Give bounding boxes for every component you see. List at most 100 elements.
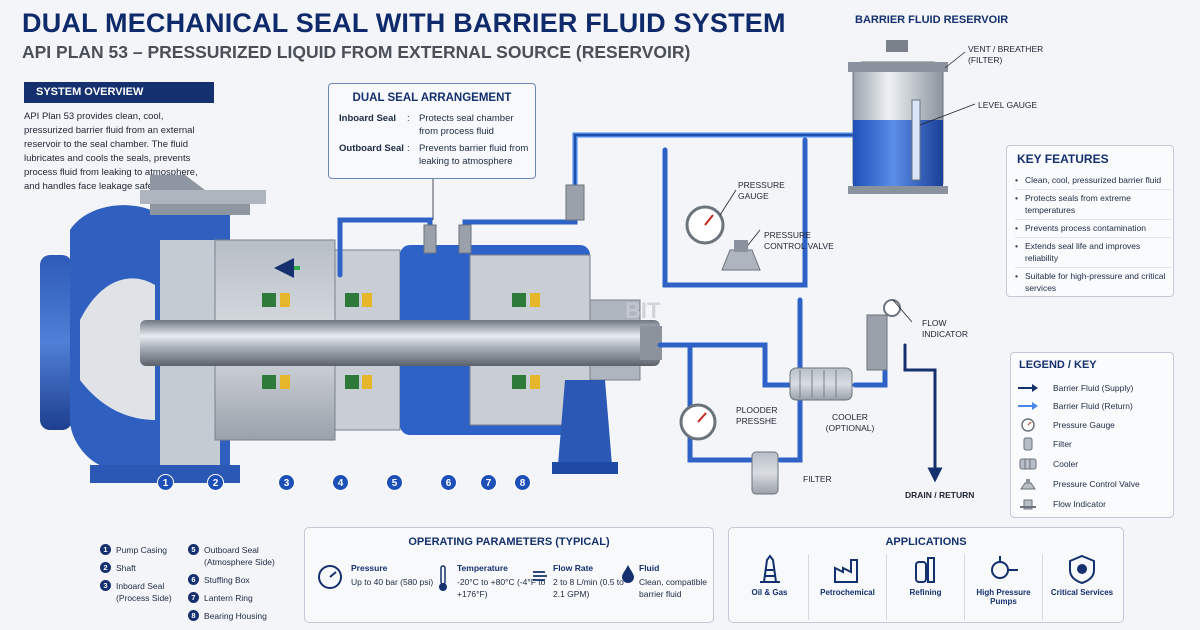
param-value: 2 to 8 L/min (0.5 to 2.1 GPM)	[553, 577, 624, 599]
ploder-label: PLOODER PRESSHE	[736, 405, 778, 426]
filter-icon	[1017, 437, 1039, 451]
overview-text: API Plan 53 provides clean, cool, pressu…	[24, 111, 198, 192]
pressure-gauge-label: PRESSURE GAUGE	[738, 180, 785, 201]
legend-label: Pressure Control Valve	[1053, 479, 1140, 489]
oil-rig-icon	[759, 554, 780, 583]
key-features-list: Clean, cool, pressurized barrier fluid P…	[1015, 172, 1171, 297]
cooler-label: COOLER (OPTIONAL)	[825, 412, 875, 433]
watermark: BIT	[625, 298, 661, 323]
param-name: Flow Rate	[553, 563, 594, 573]
param-value: -20°C to +80°C (-4°F to +176°F)	[457, 577, 546, 599]
legend-label: Flow Indicator	[1053, 499, 1106, 509]
inboard-seal-name: Inboard Seal	[339, 113, 397, 124]
param-name: Pressure	[351, 563, 388, 573]
part-label: Inboard Seal (Process Side)	[116, 581, 172, 603]
applications-panel: APPLICATIONS Oil & Gas Petrochemical Ref…	[728, 527, 1124, 623]
arrow-return-icon	[1017, 399, 1039, 413]
legend-panel: LEGEND / KEY Barrier Fluid (Supply) Barr…	[1010, 352, 1174, 518]
pump-icon	[990, 556, 1018, 579]
vent-label: VENT / BREATHER (FILTER)	[968, 44, 1044, 65]
inboard-seal-row: Inboard Seal:Protects seal chamber from …	[339, 112, 531, 138]
page-title: DUAL MECHANICAL SEAL WITH BARRIER FLUID …	[22, 8, 786, 38]
part-label: Pump Casing	[116, 545, 168, 555]
param-name: Temperature	[457, 563, 508, 573]
application-item: Petrochemical	[809, 554, 887, 620]
legend-item: Flow Indicator	[1017, 497, 1106, 511]
param-value: Up to 40 bar (580 psi)	[351, 577, 434, 587]
key-features-heading: KEY FEATURES	[1017, 152, 1109, 166]
flow-indicator-icon	[1017, 497, 1039, 511]
filter-unit	[751, 451, 779, 495]
application-item: Refining	[887, 554, 965, 620]
reservoir-heading: BARRIER FLUID RESERVOIR	[855, 14, 1009, 26]
param-temperature: Temperature -20°C to +80°C (-4°F to +176°…	[457, 562, 549, 600]
outboard-seal-row: Outboard Seal:Prevents barrier fluid fro…	[339, 142, 531, 168]
part-number: 5	[188, 544, 199, 555]
legend-heading: LEGEND / KEY	[1019, 359, 1097, 371]
filter-label: FILTER	[803, 474, 832, 484]
valve-icon	[1017, 477, 1039, 491]
key-feature-item: Clean, cool, pressurized barrier fluid	[1015, 172, 1171, 190]
reservoir-tank	[848, 40, 948, 194]
flow-indicator	[866, 314, 888, 371]
key-feature-item: Prevents process contamination	[1015, 220, 1171, 238]
outboard-seal-name: Outboard Seal	[339, 143, 404, 154]
shield-icon	[1069, 554, 1095, 584]
legend-item: Pressure Gauge	[1017, 418, 1115, 432]
shaft	[140, 320, 660, 366]
legend-item: Pressure Control Valve	[1017, 477, 1140, 491]
callout-5: 5	[386, 474, 403, 491]
application-label: Oil & Gas	[751, 588, 788, 597]
inboard-seal-desc: Protects seal chamber from process fluid	[419, 113, 514, 137]
key-features-panel: KEY FEATURES Clean, cool, pressurized ba…	[1006, 145, 1174, 297]
part-item: 3 Inboard Seal (Process Side)	[100, 580, 180, 604]
pressure-gauge-bottom	[679, 403, 717, 441]
application-label: Petrochemical	[820, 588, 875, 597]
callout-8: 8	[514, 474, 531, 491]
drain-label: DRAIN / RETURN	[905, 490, 975, 500]
param-flow: Flow Rate 2 to 8 L/min (0.5 to 2.1 GPM)	[553, 562, 625, 600]
callout-1: 1	[157, 474, 174, 491]
param-value: Clean, compatible barrier fluid	[639, 577, 708, 599]
callout-4: 4	[332, 474, 349, 491]
key-feature-item: Protects seals from extreme temperatures	[1015, 190, 1171, 220]
callout-2: 2	[207, 474, 224, 491]
callout-6: 6	[440, 474, 457, 491]
key-feature-item: Suitable for high-pressure and critical …	[1015, 268, 1171, 297]
factory-icon	[833, 559, 858, 583]
gauge-icon	[1017, 418, 1039, 432]
part-item: 5 Outboard Seal (Atmosphere Side)	[188, 544, 288, 568]
dual-seal-box: DUAL SEAL ARRANGEMENT Inboard Seal:Prote…	[328, 83, 536, 179]
legend-item: Barrier Fluid (Supply)	[1017, 381, 1133, 395]
application-item: Critical Services	[1043, 554, 1121, 620]
refinery-icon	[914, 557, 935, 583]
legend-label: Pressure Gauge	[1053, 420, 1115, 430]
key-feature-item: Extends seal life and improves reliabili…	[1015, 238, 1171, 268]
cooler-icon	[1017, 457, 1039, 471]
part-label: Stuffing Box	[204, 575, 250, 585]
arrow-supply-icon	[1017, 381, 1039, 395]
legend-label: Cooler	[1053, 459, 1079, 469]
legend-label: Barrier Fluid (Supply)	[1053, 383, 1134, 393]
pressure-control-valve	[721, 240, 761, 271]
application-item: Oil & Gas	[731, 554, 809, 620]
legend-label: Barrier Fluid (Return)	[1053, 401, 1133, 411]
part-number: 6	[188, 574, 199, 585]
part-number: 2	[100, 562, 111, 573]
param-pressure: Pressure Up to 40 bar (580 psi)	[351, 562, 437, 588]
droplet-icon	[621, 564, 635, 589]
legend-item: Barrier Fluid (Return)	[1017, 399, 1133, 413]
part-item: 6 Stuffing Box	[188, 574, 250, 586]
part-number: 3	[100, 580, 111, 591]
callout-3: 3	[278, 474, 295, 491]
part-label: Outboard Seal (Atmosphere Side)	[204, 545, 275, 567]
part-label: Bearing Housing	[204, 611, 267, 621]
